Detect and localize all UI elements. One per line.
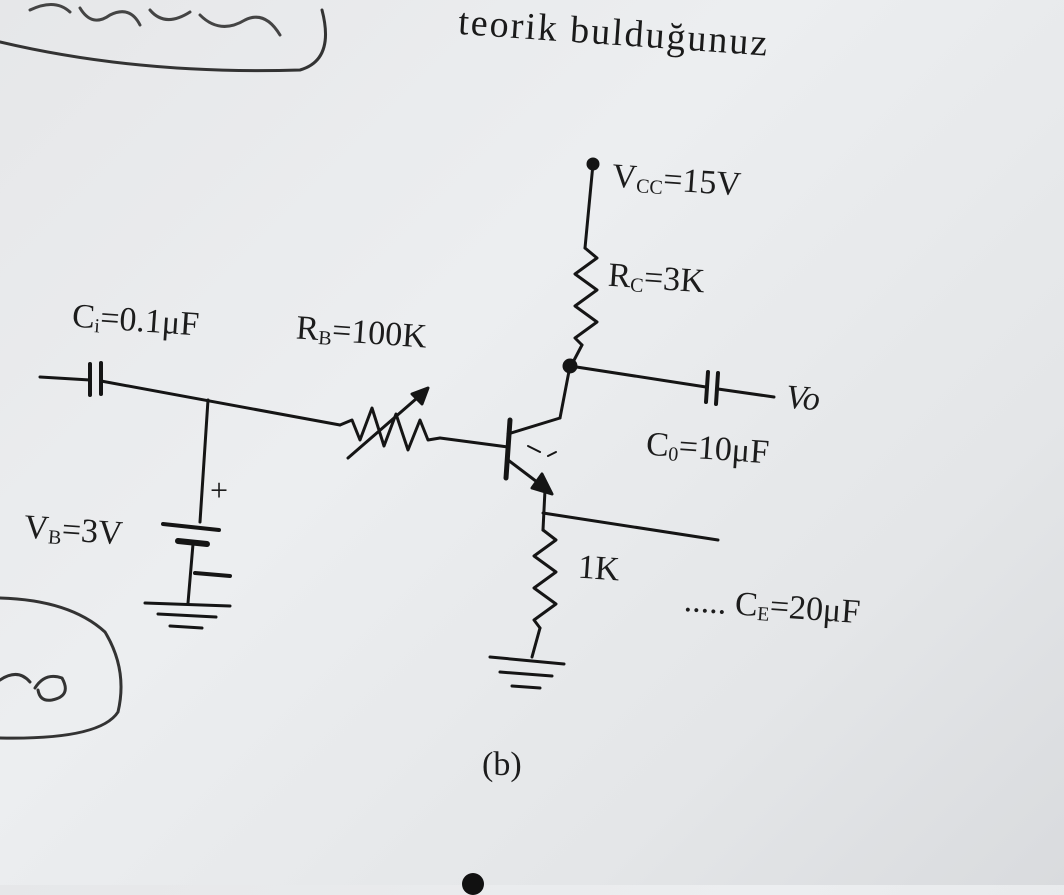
wire-input-left — [38, 375, 92, 382]
wire-vcc — [583, 162, 595, 250]
wire-vb-ground — [186, 542, 195, 605]
resistor-rc — [573, 246, 599, 347]
wire-collector — [558, 364, 572, 420]
handwritten-box-left — [0, 596, 123, 740]
handwritten-text-left — [0, 673, 67, 702]
label-plus: + — [210, 472, 229, 508]
ground-re-3 — [510, 684, 542, 690]
wire-output — [568, 364, 708, 389]
transistor-emitter-arrow — [530, 472, 554, 496]
ground-vb-2 — [156, 612, 218, 619]
wire-vo — [716, 387, 776, 399]
resistor-rb — [338, 406, 442, 452]
label-vo: Vo — [784, 378, 822, 419]
rb-variable-arrow — [346, 390, 426, 460]
label-re: 1K — [576, 548, 621, 589]
battery-short-plate — [175, 538, 210, 547]
handwritten-text-top — [28, 3, 282, 37]
transistor-base-bar — [503, 417, 513, 481]
wire-input-main — [99, 379, 342, 427]
resistor-re — [532, 528, 558, 630]
wire-emitter — [541, 488, 547, 532]
figure-caption: (b) — [482, 746, 522, 783]
ground-re-1 — [488, 655, 566, 666]
label-vb: VB=3V — [22, 508, 124, 553]
battery-aux-plate — [193, 571, 232, 578]
wire-vb — [198, 398, 210, 524]
handwritten-box-top — [0, 8, 327, 73]
ground-vb-1 — [143, 601, 232, 608]
battery-long-plate — [161, 522, 221, 532]
wire-base — [438, 436, 510, 449]
wire-re-ground — [530, 626, 542, 659]
transistor-collector-lead — [506, 416, 562, 436]
transistor-dash-2 — [547, 451, 557, 457]
label-rc: RC=3K — [606, 256, 707, 301]
ground-re-2 — [498, 670, 554, 678]
ground-vb-3 — [168, 624, 204, 630]
transistor-dash-1 — [527, 445, 541, 453]
bullet-point — [462, 873, 484, 895]
rb-arrow-head — [410, 386, 430, 406]
capacitor-co-plate-1 — [704, 370, 710, 404]
wire-ce — [541, 511, 720, 542]
